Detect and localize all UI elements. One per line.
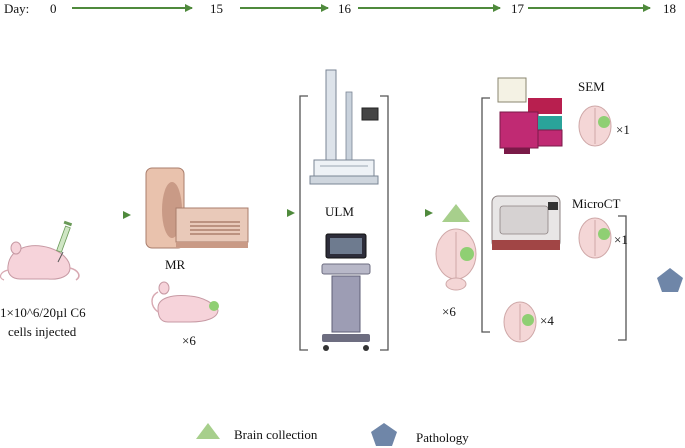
sem-count: ×1 xyxy=(616,122,630,137)
mouse-injection-illustration xyxy=(0,220,80,281)
rest-count: ×4 xyxy=(540,313,554,328)
timeline-day-0: 0 xyxy=(50,1,57,16)
timeline-day-18: 18 xyxy=(663,1,676,16)
sem-label: SEM xyxy=(578,79,605,94)
flow-arrows xyxy=(28,209,433,219)
brain-illustration-rest xyxy=(503,301,537,343)
legend xyxy=(196,423,397,446)
brain-illustration-microct xyxy=(578,217,612,259)
ulm-left-bracket xyxy=(299,95,308,351)
brain-illustration-sem xyxy=(578,105,612,147)
injection-label-line2: cells injected xyxy=(8,324,77,339)
ulm-label: ULM xyxy=(325,204,354,219)
mouse-tumor-illustration xyxy=(151,281,219,323)
timeline-day-17: 17 xyxy=(511,1,524,16)
sem-machine-illustration xyxy=(497,77,563,154)
mr-label: MR xyxy=(165,257,186,272)
microct-label: MicroCT xyxy=(572,196,621,211)
timeline-day-15: 15 xyxy=(210,1,223,16)
brain-collection-triangle xyxy=(442,204,470,222)
pathology-right-bracket xyxy=(618,215,627,341)
ulm-right-bracket xyxy=(380,95,389,351)
legend-brain-collection-label: Brain collection xyxy=(234,427,318,442)
ulm-device-illustration xyxy=(309,69,379,185)
analysis-left-bracket xyxy=(481,97,490,333)
brain-illustration-main xyxy=(435,228,477,291)
legend-pentagon-icon xyxy=(371,423,397,446)
mr-count: ×6 xyxy=(182,333,196,348)
pathology-pentagon xyxy=(657,268,683,292)
timeline-day-16: 16 xyxy=(338,1,351,16)
mr-scanner-illustration xyxy=(145,167,249,249)
legend-pathology-label: Pathology xyxy=(416,430,469,445)
legend-triangle-icon xyxy=(196,423,220,439)
microct-count: ×1 xyxy=(614,232,628,247)
injection-label-line1: 1×10^6/20µl C6 xyxy=(0,305,86,320)
ultrasound-machine-illustration xyxy=(321,233,371,351)
brain-count: ×6 xyxy=(442,304,456,319)
brackets xyxy=(299,95,627,351)
timeline-prefix: Day: xyxy=(4,1,30,16)
microct-machine-illustration xyxy=(491,195,561,250)
